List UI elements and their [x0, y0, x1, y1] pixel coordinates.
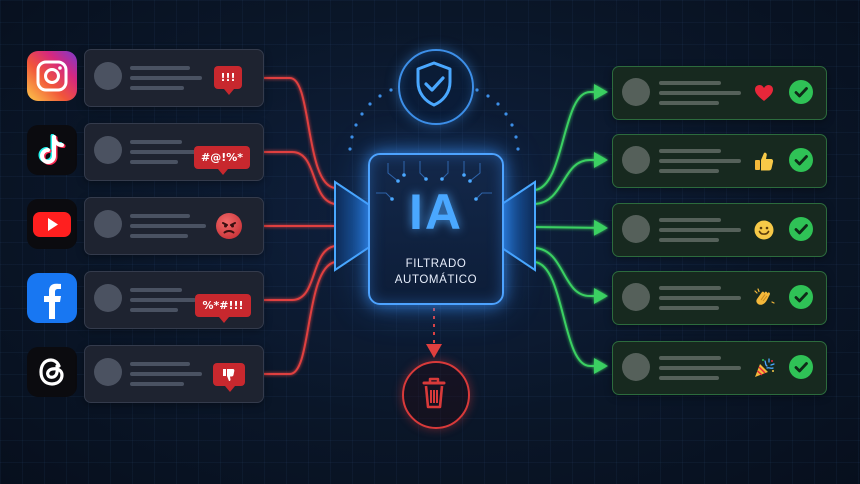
- trash-icon: [402, 361, 470, 429]
- check-icon: [789, 355, 813, 379]
- offensive-comment-badge: %*#!!!: [195, 294, 251, 323]
- thumbs-up-emoji-icon: [755, 152, 774, 171]
- wire-instagram: [262, 77, 336, 189]
- approved-comment-card: [612, 203, 827, 257]
- incoming-comment-card: [84, 345, 264, 403]
- avatar: [622, 283, 650, 311]
- check-icon: [789, 217, 813, 241]
- offensive-comment-badge: #@!%*: [194, 146, 250, 175]
- approved-comment-card: [612, 134, 827, 188]
- avatar: [622, 78, 650, 106]
- tiktok-icon: [27, 125, 77, 175]
- input-funnel: [334, 180, 372, 272]
- thumbs-down-icon: [213, 363, 245, 392]
- wire-out-3: [534, 219, 608, 236]
- clapping-hands-emoji-icon: [754, 288, 775, 305]
- chip-subtitle-line2: AUTOMÁTICO: [394, 274, 478, 286]
- threads-icon: [27, 347, 77, 397]
- incoming-comment-card: !!!: [84, 49, 264, 107]
- chip-title: IA: [409, 184, 463, 240]
- avatar: [94, 358, 122, 386]
- wire-tiktok: [262, 151, 336, 205]
- avatar: [622, 146, 650, 174]
- avatar: [622, 353, 650, 381]
- wire-out-1: [534, 84, 608, 191]
- youtube-icon: [27, 199, 77, 249]
- check-icon: [789, 80, 813, 104]
- angry-face-emoji-icon: [216, 213, 242, 239]
- facebook-icon: [27, 273, 77, 323]
- wire-threads: [262, 261, 336, 375]
- instagram-icon: [27, 51, 77, 101]
- circuit-traces: [376, 161, 492, 201]
- approved-comment-card: [612, 271, 827, 325]
- incoming-comment-card: [84, 197, 264, 255]
- avatar: [94, 284, 122, 312]
- approved-comment-card: [612, 66, 827, 120]
- incoming-comment-card: #@!%*: [84, 123, 264, 181]
- approved-comment-card: [612, 341, 827, 395]
- check-icon: [789, 148, 813, 172]
- ai-filter-chip: IA FILTRADO AUTOMÁTICO: [368, 153, 504, 305]
- avatar: [94, 62, 122, 90]
- shield-check-icon: [398, 49, 474, 125]
- wire-out-2: [534, 152, 608, 205]
- avatar: [94, 210, 122, 238]
- party-popper-emoji-icon: [755, 358, 775, 377]
- offensive-comment-badge: !!!: [214, 66, 242, 95]
- wire-out-4: [534, 247, 608, 304]
- wire-out-5: [534, 261, 608, 374]
- smiling-face-emoji-icon: [754, 220, 774, 240]
- incoming-comment-card: %*#!!!: [84, 271, 264, 329]
- avatar: [622, 215, 650, 243]
- heart-emoji-icon: [755, 85, 773, 101]
- chip-subtitle-line1: FILTRADO: [405, 258, 467, 270]
- check-icon: [789, 285, 813, 309]
- avatar: [94, 136, 122, 164]
- wire-facebook: [262, 245, 336, 301]
